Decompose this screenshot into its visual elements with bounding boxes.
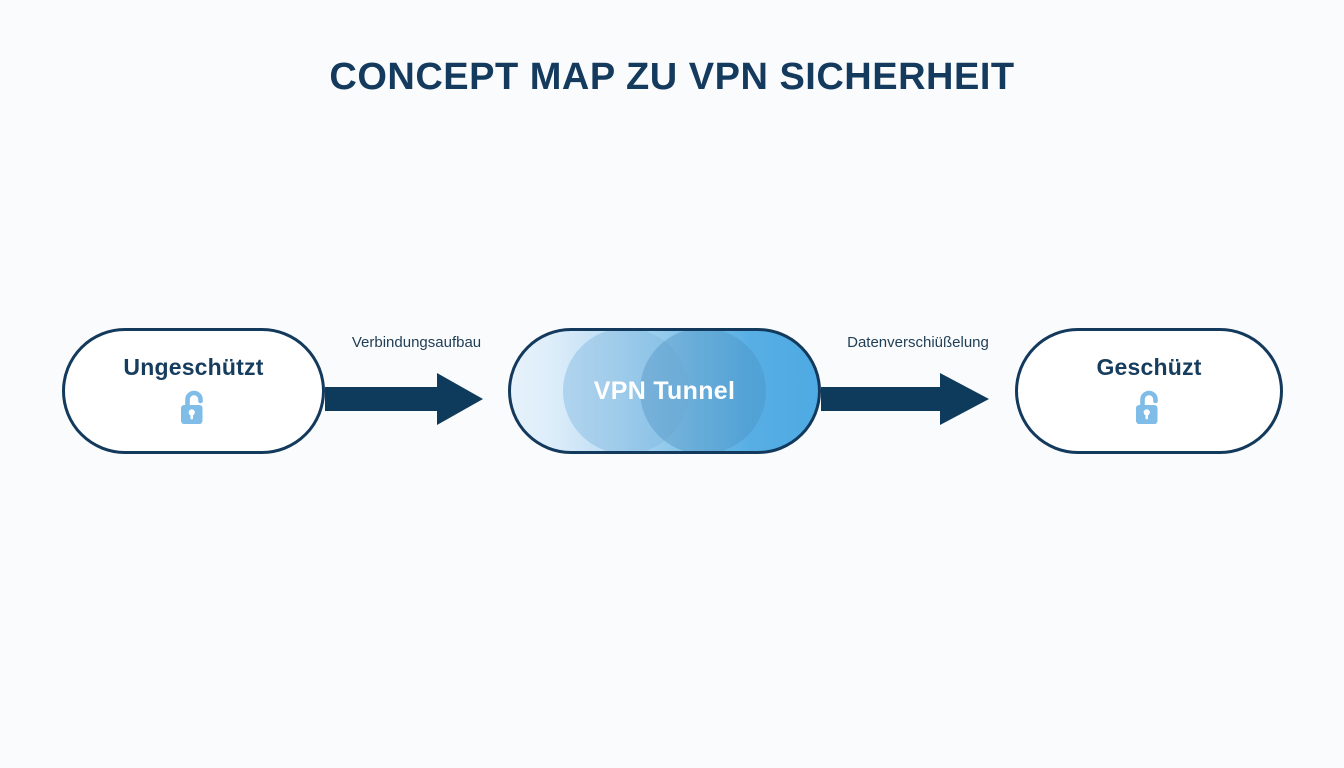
- connector-2-label: Datenverschiüßelung: [847, 334, 989, 351]
- node-protected-label: Geschüzt: [1096, 353, 1202, 380]
- connector-tunnel-to-protected: Datenverschiüßelung: [821, 328, 1015, 454]
- open-padlock-icon: [177, 388, 211, 433]
- node-vpn-tunnel-label: VPN Tunnel: [593, 376, 736, 405]
- concept-map-flow: Ungeschützt Verbindungsaufbau VPN Tunnel: [0, 328, 1344, 458]
- page-title: CONCEPT MAP ZU VPN SICHERHEIT: [329, 56, 1015, 98]
- connector-1-label: Verbindungsaufbau: [351, 334, 482, 351]
- arrow-right-icon: [821, 373, 1015, 425]
- node-unprotected-label: Ungeschützt: [123, 353, 264, 380]
- node-protected[interactable]: Geschüzt: [1015, 328, 1283, 454]
- connector-unprotected-to-tunnel: Verbindungsaufbau: [325, 328, 508, 454]
- node-vpn-tunnel[interactable]: VPN Tunnel: [508, 328, 821, 454]
- arrow-right-icon: [325, 373, 508, 425]
- open-padlock-icon: [1132, 388, 1166, 433]
- node-unprotected[interactable]: Ungeschützt: [62, 328, 325, 454]
